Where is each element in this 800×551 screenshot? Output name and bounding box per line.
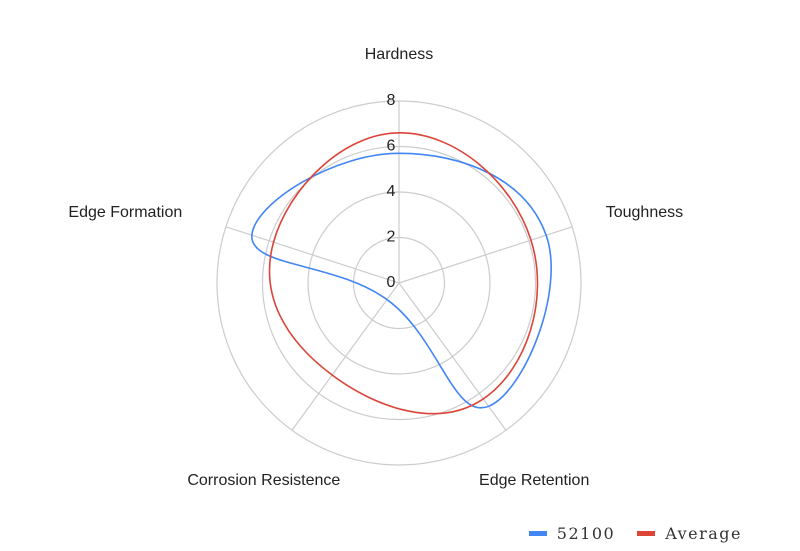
category-label-edge-retention: Edge Retention bbox=[479, 472, 589, 489]
legend-item-average[interactable]: Average bbox=[637, 524, 742, 543]
spoke-1 bbox=[398, 226, 573, 284]
category-label-edge-formation: Edge Formation bbox=[68, 204, 182, 221]
category-label-hardness: Hardness bbox=[365, 46, 433, 63]
radial-tick-label-4: 8 bbox=[387, 92, 396, 109]
radial-tick-label-1: 2 bbox=[387, 229, 396, 246]
legend-swatch-average bbox=[637, 531, 656, 536]
category-label-toughness: Toughness bbox=[606, 204, 683, 221]
legend-label-52100: 52100 bbox=[556, 524, 616, 543]
radial-tick-label-3: 6 bbox=[387, 138, 396, 155]
spoke-3 bbox=[291, 282, 400, 431]
radial-tick-label-2: 4 bbox=[387, 183, 396, 200]
category-label-corrosion-resistence: Corrosion Resistence bbox=[187, 472, 340, 489]
radial-tick-labels: 0 2 4 6 8 bbox=[387, 92, 396, 291]
spoke-4 bbox=[225, 226, 400, 284]
legend-swatch-52100 bbox=[528, 531, 547, 536]
legend-label-average: Average bbox=[665, 524, 742, 543]
series-line-average[interactable] bbox=[268, 132, 539, 415]
series-line-52100[interactable] bbox=[251, 152, 552, 409]
radar-spokes bbox=[225, 101, 573, 431]
radar-series bbox=[251, 132, 552, 415]
legend-item-52100[interactable]: 52100 bbox=[528, 524, 616, 543]
radial-tick-label-0: 0 bbox=[387, 274, 396, 291]
legend: 52100 Average bbox=[528, 524, 742, 543]
